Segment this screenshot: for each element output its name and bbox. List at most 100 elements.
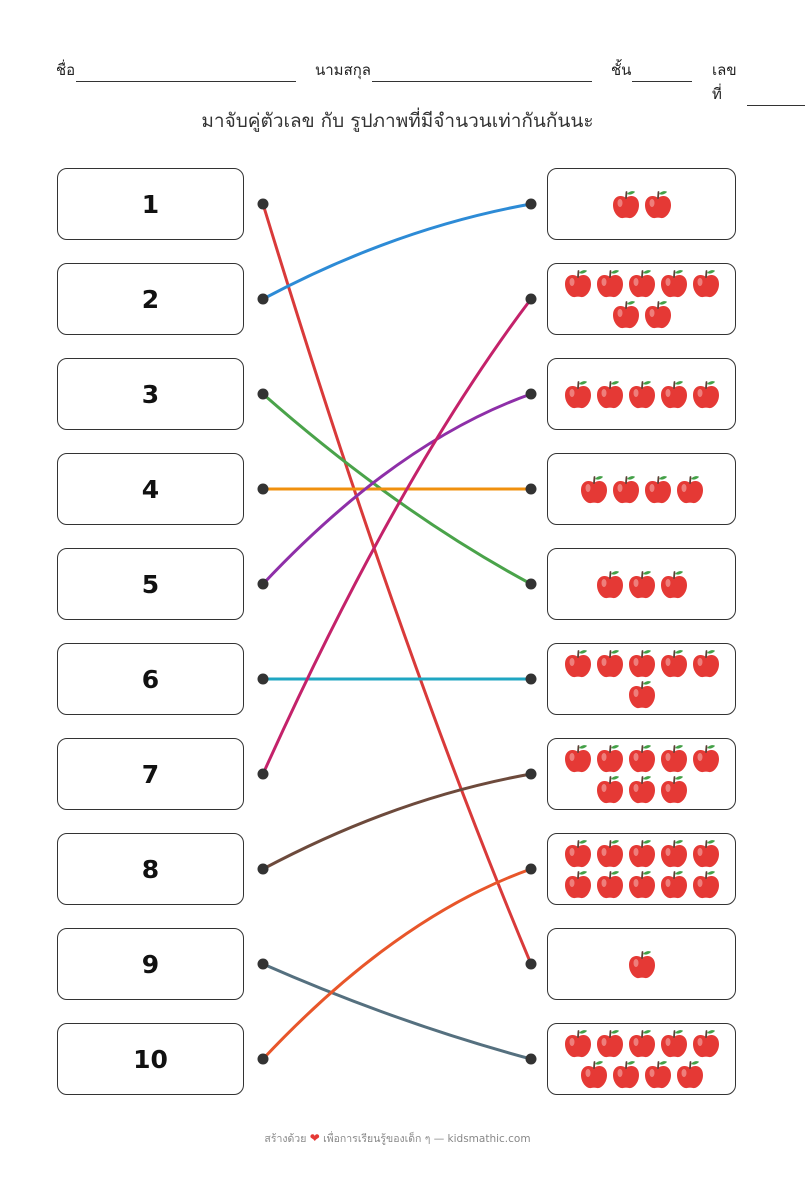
number-box-7[interactable]: 7: [57, 738, 244, 810]
number-box-1[interactable]: 1: [57, 168, 244, 240]
apple-icon: [612, 301, 639, 329]
apple-icon: [676, 475, 703, 503]
apple-icon: [660, 745, 687, 773]
number-box-6[interactable]: 6: [57, 643, 244, 715]
class-blank-line[interactable]: [632, 66, 693, 82]
match-line-5: [261, 392, 533, 586]
number-box-4[interactable]: 4: [57, 453, 244, 525]
left-connector-dot-8[interactable]: [257, 863, 269, 875]
apple-icon: [628, 650, 655, 678]
footer-after: เพื่อการเรียนรู้ของเด็ก ๆ — kidsmathic.c…: [323, 1133, 531, 1145]
apple-picture-box-2[interactable]: [547, 263, 736, 335]
right-connector-dot-8[interactable]: [525, 863, 537, 875]
number-label: 8: [141, 854, 160, 884]
left-connector-dot-7[interactable]: [257, 768, 269, 780]
number-box-8[interactable]: 8: [57, 833, 244, 905]
student-number-label: เลขที่: [712, 61, 737, 103]
left-connector-dot-9[interactable]: [257, 958, 269, 970]
apple-icon: [628, 681, 655, 709]
right-connector-dot-1[interactable]: [525, 198, 537, 210]
apple-icon: [596, 745, 623, 773]
apple-icon: [628, 776, 655, 804]
left-connector-dot-2[interactable]: [257, 293, 269, 305]
right-connector-dot-4[interactable]: [525, 483, 537, 495]
number-label: 2: [141, 284, 160, 314]
apple-icon: [564, 380, 591, 408]
match-line-1: [261, 202, 533, 966]
apple-icon: [596, 871, 623, 899]
name-blank-line[interactable]: [76, 66, 297, 82]
right-connector-dot-10[interactable]: [525, 1053, 537, 1065]
apple-icon: [628, 270, 655, 298]
apple-icon: [660, 380, 687, 408]
apple-icon: [676, 1061, 703, 1089]
apple-icon: [692, 380, 719, 408]
apple-icon: [692, 871, 719, 899]
class-field[interactable]: ชั้น: [611, 58, 693, 82]
apple-picture-box-1[interactable]: [547, 168, 736, 240]
left-connector-dot-4[interactable]: [257, 483, 269, 495]
right-connector-dot-5[interactable]: [525, 578, 537, 590]
right-connector-dot-3[interactable]: [525, 388, 537, 400]
apple-picture-box-5[interactable]: [547, 548, 736, 620]
apple-icon: [564, 1030, 591, 1058]
apple-icon: [580, 1061, 607, 1089]
apple-icon: [628, 1030, 655, 1058]
apple-icon: [692, 840, 719, 868]
number-box-2[interactable]: 2: [57, 263, 244, 335]
apple-icon: [692, 745, 719, 773]
left-connector-dot-10[interactable]: [257, 1053, 269, 1065]
number-label: 4: [141, 474, 160, 504]
left-connector-dot-5[interactable]: [257, 578, 269, 590]
apple-icon: [596, 270, 623, 298]
apple-icon: [580, 475, 607, 503]
apple-icon: [692, 270, 719, 298]
apple-icon: [596, 840, 623, 868]
number-label: 5: [141, 569, 160, 599]
apple-icon: [596, 650, 623, 678]
apple-icon: [564, 745, 591, 773]
name-field[interactable]: ชื่อ: [56, 58, 297, 82]
number-box-5[interactable]: 5: [57, 548, 244, 620]
class-label: ชั้น: [611, 61, 632, 79]
match-line-10: [261, 867, 533, 1061]
student-number-blank-line[interactable]: [746, 90, 805, 106]
surname-field[interactable]: นามสกุล: [315, 58, 592, 82]
apple-icon: [644, 1061, 671, 1089]
apple-icon: [628, 950, 655, 978]
number-box-10[interactable]: 10: [57, 1023, 244, 1095]
footer-before: สร้างด้วย: [264, 1133, 307, 1145]
number-box-3[interactable]: 3: [57, 358, 244, 430]
apple-picture-box-8[interactable]: [547, 833, 736, 905]
apple-icon: [660, 776, 687, 804]
apple-picture-box-3[interactable]: [547, 358, 736, 430]
number-label: 3: [141, 379, 160, 409]
apple-picture-box-9[interactable]: [547, 928, 736, 1000]
apple-picture-box-7[interactable]: [547, 738, 736, 810]
match-line-2: [261, 202, 533, 301]
left-connector-dot-6[interactable]: [257, 673, 269, 685]
apple-icon: [596, 1030, 623, 1058]
match-line-9: [261, 962, 533, 1061]
apple-icon: [628, 871, 655, 899]
apple-icon: [644, 301, 671, 329]
surname-blank-line[interactable]: [372, 66, 592, 82]
apple-picture-box-4[interactable]: [547, 453, 736, 525]
student-info-header: ชื่อ นามสกุล ชั้น เลขที่: [0, 58, 805, 106]
right-connector-dot-7[interactable]: [525, 768, 537, 780]
surname-label: นามสกุล: [315, 61, 371, 79]
left-connector-dot-3[interactable]: [257, 388, 269, 400]
right-connector-dot-2[interactable]: [525, 293, 537, 305]
student-number-field[interactable]: เลขที่: [712, 58, 805, 106]
right-connector-dot-6[interactable]: [525, 673, 537, 685]
apple-picture-box-10[interactable]: [547, 1023, 736, 1095]
name-label: ชื่อ: [56, 61, 76, 79]
left-connector-dot-1[interactable]: [257, 198, 269, 210]
match-line-8: [261, 772, 533, 871]
number-box-9[interactable]: 9: [57, 928, 244, 1000]
apple-icon: [564, 270, 591, 298]
apple-picture-box-6[interactable]: [547, 643, 736, 715]
apple-icon: [644, 190, 671, 218]
number-label: 6: [141, 664, 160, 694]
right-connector-dot-9[interactable]: [525, 958, 537, 970]
